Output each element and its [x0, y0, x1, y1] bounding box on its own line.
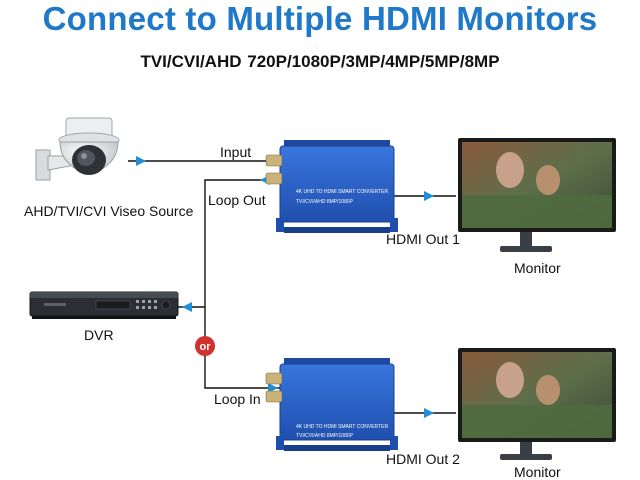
arrow-hdmi-out-2 — [424, 408, 434, 418]
arrow-hdmi-out-1 — [424, 191, 434, 201]
or-badge-text: or — [200, 341, 212, 353]
source-camera-label: AHD/TVI/CVI Viseo Source — [24, 203, 194, 219]
input-port-label: Input — [220, 144, 252, 160]
hdmi-out-1-label: HDMI Out 1 — [386, 231, 460, 247]
arrow-loop-in — [268, 383, 278, 393]
converter-label-2: 4K UHD TO HDMI SMART CONVERTER — [296, 424, 388, 430]
converter-box-2: 4K UHD TO HDMI SMART CONVERTER TVI/CVI/A… — [265, 358, 398, 451]
arrow-dvr — [182, 302, 192, 312]
converter-label-1: 4K UHD TO HDMI SMART CONVERTER — [296, 189, 388, 195]
page-subtitle: TVI/CVI/AHD 720P/1080P/3MP/4MP/5MP/8MP — [140, 52, 500, 71]
or-badge: or — [195, 336, 215, 356]
dvr-recorder-icon — [29, 291, 179, 319]
hdmi-out-2-label: HDMI Out 2 — [386, 451, 460, 467]
loop-in-port-label: Loop In — [214, 391, 261, 407]
monitor-icon-1 — [458, 138, 616, 252]
bnc-connector-icon — [265, 372, 283, 403]
bnc-connector-icon — [265, 154, 283, 185]
monitor-1-label: Monitor — [514, 260, 561, 276]
converter-sublabel-2: TVI/CVI/AHD 8MP/1080P — [296, 433, 354, 439]
converter-box-1: 4K UHD TO HDMI SMART CONVERTER TVI/CVI/A… — [265, 140, 398, 233]
dvr-label: DVR — [84, 327, 114, 343]
page-title: Connect to Multiple HDMI Monitors — [42, 0, 598, 37]
loop-out-port-label: Loop Out — [208, 192, 266, 208]
monitor-2-label: Monitor — [514, 464, 561, 480]
converter-sublabel-1: TVI/CVI/AHD 8MP/1080P — [296, 199, 354, 205]
wire-loop-out — [204, 179, 282, 389]
monitor-icon-2 — [458, 348, 616, 460]
arrow-input-1 — [136, 156, 146, 166]
dome-camera-icon — [35, 117, 120, 181]
